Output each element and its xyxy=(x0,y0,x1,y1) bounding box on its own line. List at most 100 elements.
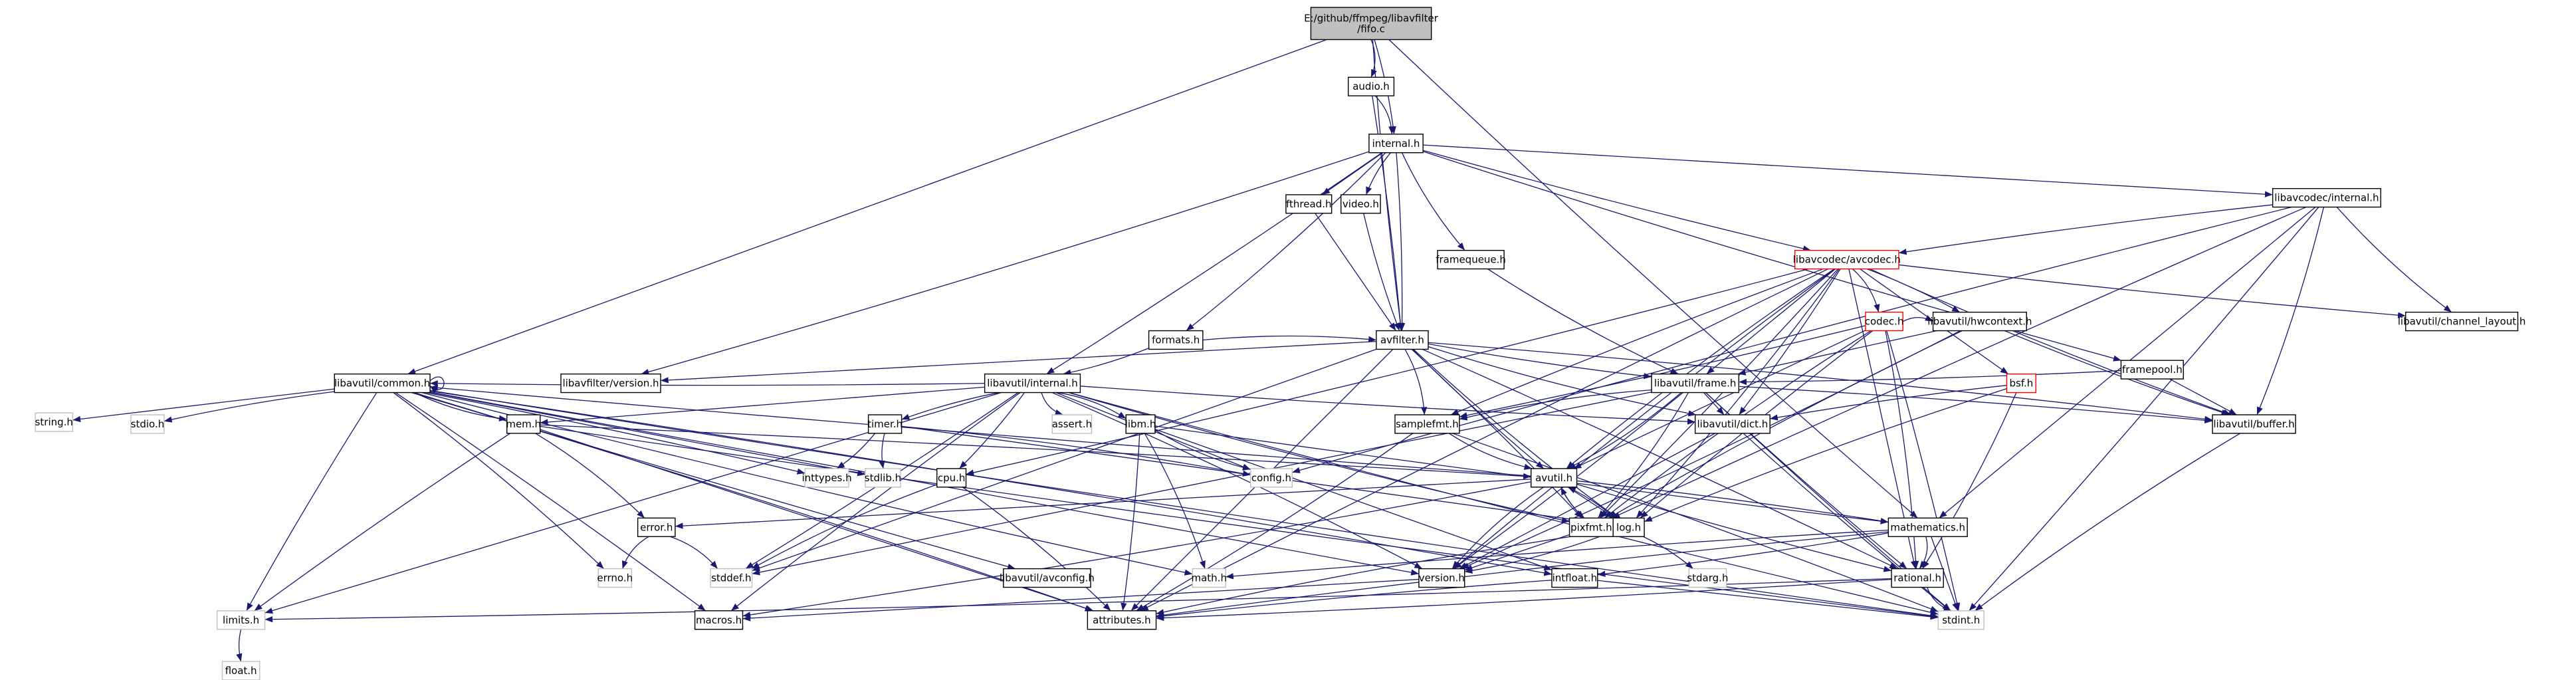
node-dict[interactable]: libavutil/dict.h xyxy=(1694,414,1771,434)
node-box xyxy=(1865,311,1903,332)
node-label: /fifo.c xyxy=(1357,23,1385,35)
node-fifo[interactable]: E:/github/ffmpeg/libavfilter/fifo.c xyxy=(1304,7,1439,41)
node-inttypes[interactable]: inttypes.h xyxy=(802,468,852,488)
node-label: libavutil/frame.h xyxy=(1654,378,1736,390)
node-assert[interactable]: assert.h xyxy=(1051,414,1093,434)
node-mem[interactable]: mem.h xyxy=(506,414,541,434)
include-edge-avfilter-to-dict xyxy=(1428,346,1697,417)
node-box xyxy=(1437,249,1505,270)
node-samplefmt[interactable]: samplefmt.h xyxy=(1394,414,1460,434)
include-edge-samplefmt-to-stdint xyxy=(1452,433,1939,612)
node-box xyxy=(1887,517,1968,537)
node-stdio[interactable]: stdio.h xyxy=(130,414,165,434)
node-avconfig[interactable]: libavutil/avconfig.h xyxy=(1000,568,1095,588)
node-math[interactable]: math.h xyxy=(1191,568,1227,588)
node-box xyxy=(1376,330,1429,350)
node-label: framepool.h xyxy=(2122,364,2183,376)
node-hwcontext[interactable]: libavutil/hwcontext.h xyxy=(1927,311,2032,332)
include-edge-avcodec-to-dict xyxy=(1739,269,1841,415)
node-string[interactable]: string.h xyxy=(35,412,74,432)
node-video[interactable]: video.h xyxy=(1341,194,1381,214)
include-edge-fifo-to-common xyxy=(407,39,1327,375)
node-box xyxy=(1051,414,1093,434)
node-cpu[interactable]: cpu.h xyxy=(936,468,967,488)
node-internal[interactable]: internal.h xyxy=(1368,134,1424,154)
node-lavfi-version[interactable]: libavfilter/version.h xyxy=(560,373,661,394)
node-stddef[interactable]: stddef.h xyxy=(710,568,753,588)
include-edge-avutil-to-rational xyxy=(1576,483,1892,572)
node-framepool[interactable]: framepool.h xyxy=(2120,360,2184,380)
include-edge-common-to-stdio xyxy=(163,391,335,423)
include-edge-lavu_internal-to-stdint xyxy=(1069,392,1939,616)
include-edge-fthread-to-avfilter xyxy=(1315,213,1396,331)
node-box xyxy=(2006,373,2036,394)
node-avfilter[interactable]: avfilter.h xyxy=(1376,330,1429,350)
node-float[interactable]: float.h xyxy=(221,661,261,680)
node-box xyxy=(216,610,266,630)
node-label: mem.h xyxy=(506,418,541,430)
node-stdarg[interactable]: stdarg.h xyxy=(1687,568,1728,588)
include-edge-mem-to-error xyxy=(535,433,645,518)
include-edge-lavc_internal-to-avcodec xyxy=(1898,204,2273,255)
node-avcodec[interactable]: libavcodec/avcodec.h xyxy=(1793,249,1901,270)
node-lavc-internal[interactable]: libavcodec/internal.h xyxy=(2272,187,2381,208)
node-channel-layout[interactable]: libavutil/channel_layout.h xyxy=(2398,311,2526,332)
include-edge-formats-to-lavu_internal xyxy=(1063,348,1149,376)
node-intfloat[interactable]: intfloat.h xyxy=(1551,568,1598,588)
node-macros[interactable]: macros.h xyxy=(694,610,744,630)
include-edge-samplefmt-to-avutil xyxy=(1448,433,1533,470)
node-codec[interactable]: codec.h xyxy=(1865,311,1904,332)
node-bsf[interactable]: bsf.h xyxy=(2006,373,2036,394)
node-stdint[interactable]: stdint.h xyxy=(1937,610,1985,630)
node-config[interactable]: config.h xyxy=(1250,468,1293,488)
node-attributes[interactable]: attributes.h xyxy=(1087,610,1157,630)
node-rational[interactable]: rational.h xyxy=(1891,568,1944,588)
include-edge-internal-to-avcodec xyxy=(1423,150,1811,252)
node-label: rational.h xyxy=(1893,572,1941,584)
node-errno[interactable]: errno.h xyxy=(597,568,633,588)
node-label: assert.h xyxy=(1052,418,1092,430)
node-mathematics[interactable]: mathematics.h xyxy=(1887,517,1968,537)
node-timer[interactable]: timer.h xyxy=(867,414,903,434)
node-libm[interactable]: libm.h xyxy=(1125,414,1156,434)
include-edge-mem-to-stdint xyxy=(540,425,1939,620)
include-edge-internal-to-fthread xyxy=(1321,152,1383,195)
node-lavu-frame[interactable]: libavutil/frame.h xyxy=(1651,373,1739,394)
node-label: error.h xyxy=(640,521,673,533)
include-edge-avcodec-to-version xyxy=(1453,269,1836,570)
node-error[interactable]: error.h xyxy=(637,517,676,537)
node-version[interactable]: version.h xyxy=(1418,568,1465,588)
node-box xyxy=(637,517,676,537)
node-formats[interactable]: formats.h xyxy=(1148,330,1204,350)
node-box xyxy=(936,468,967,488)
node-pixfmt[interactable]: pixfmt.h xyxy=(1568,517,1614,537)
include-edge-bsf-to-rational xyxy=(1922,392,2017,569)
node-label: cpu.h xyxy=(938,472,966,484)
node-box xyxy=(1250,468,1293,488)
node-avutil[interactable]: avutil.h xyxy=(1531,468,1578,488)
include-edge-avcodec-to-attributes xyxy=(1140,268,1829,612)
node-fthread[interactable]: fthread.h xyxy=(1285,194,1333,214)
node-box xyxy=(597,568,632,588)
node-limits[interactable]: limits.h xyxy=(216,610,266,630)
node-stdlib[interactable]: stdlib.h xyxy=(865,468,901,488)
node-buffer[interactable]: libavutil/buffer.h xyxy=(2212,414,2296,434)
node-framequeue[interactable]: framequeue.h xyxy=(1436,249,1506,270)
include-edge-common-to-macros xyxy=(395,392,706,612)
node-log[interactable]: log.h xyxy=(1612,517,1645,537)
include-edge-framepool-to-lavu_frame xyxy=(1739,370,2121,386)
node-box xyxy=(2212,414,2296,434)
include-edge-avcodec-to-cpu xyxy=(966,268,1809,476)
node-lavu-internal[interactable]: libavutil/internal.h xyxy=(984,373,1081,394)
node-box xyxy=(1651,373,1739,394)
include-edge-log-to-stdarg xyxy=(1643,536,1694,570)
node-box xyxy=(1341,194,1381,214)
include-edge-lavu_frame-to-buffer xyxy=(1739,386,2213,424)
include-edge-mem-to-limits xyxy=(254,433,510,612)
node-audio[interactable]: audio.h xyxy=(1347,76,1395,96)
node-box xyxy=(1612,517,1645,537)
node-label: libm.h xyxy=(1125,418,1156,430)
node-common[interactable]: libavutil/common.h xyxy=(334,373,431,394)
node-box xyxy=(1568,517,1614,537)
node-box xyxy=(710,568,753,588)
